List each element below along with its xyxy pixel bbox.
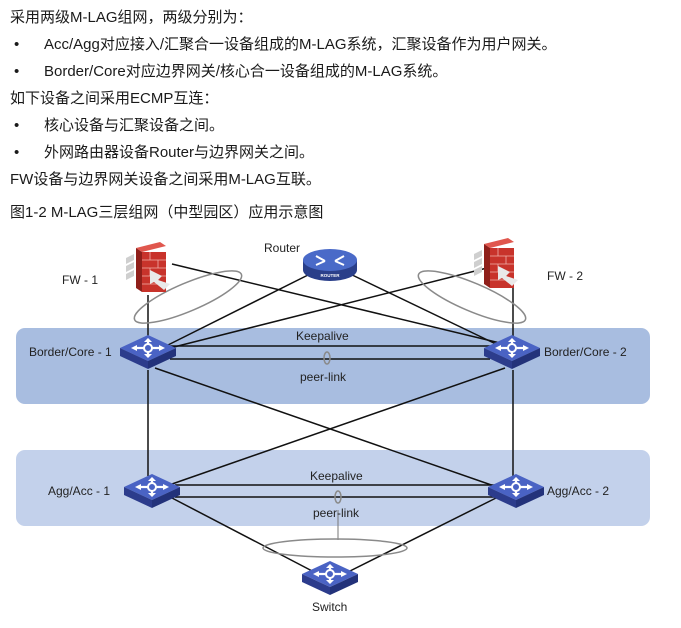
link-fw2-core1 bbox=[165, 267, 488, 350]
router-node[interactable]: ROUTER bbox=[303, 249, 357, 281]
fw1-lag-ellipse bbox=[133, 270, 243, 324]
bullet-icon: • bbox=[14, 63, 20, 80]
link-core2-agg1 bbox=[171, 367, 506, 485]
core-keepalive-label: Keepalive bbox=[296, 329, 349, 343]
fw1-node[interactable] bbox=[125, 241, 171, 293]
agg1-label: Agg/Acc - 1 bbox=[48, 484, 110, 498]
ecmp-paragraph: 如下设备之间采用ECMP互连： bbox=[10, 90, 219, 107]
intro-paragraph: 采用两级M-LAG组网，两级分别为： bbox=[10, 9, 253, 26]
fw2-lag-ellipse bbox=[417, 270, 527, 324]
router-badge: ROUTER bbox=[321, 273, 341, 278]
fw-paragraph: FW设备与边界网关设备之间采用M-LAG互联。 bbox=[10, 171, 321, 188]
router-icon bbox=[303, 249, 357, 271]
fw2-label: FW - 2 bbox=[547, 269, 583, 283]
bullet-icon: • bbox=[14, 117, 20, 134]
fw2-node[interactable] bbox=[473, 237, 519, 289]
link-agg2-access bbox=[345, 497, 497, 574]
fw1-label: FW - 1 bbox=[62, 273, 98, 287]
core1-label: Border/Core - 1 bbox=[29, 345, 112, 359]
list-item: • Border/Core对应边界网关/核心合一设备组成的M-LAG系统。 bbox=[10, 58, 675, 85]
figure-caption: 图1-2 M-LAG三层组网（中型园区）应用示意图 bbox=[10, 204, 324, 221]
core2-label: Border/Core - 2 bbox=[544, 345, 627, 359]
list-item-text: 外网路由器设备Router与边界网关之间。 bbox=[44, 144, 315, 161]
link-router-core2 bbox=[345, 271, 501, 347]
switch-icon bbox=[300, 559, 360, 597]
agg-peerlink-lag-icon bbox=[334, 490, 342, 504]
agg-tier-band bbox=[16, 450, 650, 526]
list-item: • 外网路由器设备Router与边界网关之间。 bbox=[10, 139, 675, 166]
access-lag-ellipse bbox=[262, 538, 408, 558]
access-switch-node[interactable] bbox=[300, 559, 360, 597]
description-text: 采用两级M-LAG组网，两级分别为： • Acc/Agg对应接入/汇聚合一设备组… bbox=[10, 4, 675, 226]
core-peerlink-lag-icon bbox=[323, 351, 331, 365]
access-switch-label: Switch bbox=[312, 600, 347, 614]
link-agg1-access bbox=[171, 497, 317, 574]
list-item: • Acc/Agg对应接入/汇聚合一设备组成的M-LAG系统，汇聚设备作为用户网… bbox=[10, 31, 675, 58]
agg2-label: Agg/Acc - 2 bbox=[547, 484, 609, 498]
list-item-text: Border/Core对应边界网关/核心合一设备组成的M-LAG系统。 bbox=[44, 63, 448, 80]
agg-keepalive-label: Keepalive bbox=[310, 469, 363, 483]
agg-peerlink-label: peer-link bbox=[313, 506, 360, 520]
firewall-icon bbox=[473, 237, 519, 289]
list-item: • 核心设备与汇聚设备之间。 bbox=[10, 112, 675, 139]
list-item-text: 核心设备与汇聚设备之间。 bbox=[44, 117, 225, 134]
bullet-icon: • bbox=[14, 36, 20, 53]
firewall-icon bbox=[125, 241, 171, 293]
link-fw1-core2 bbox=[171, 263, 501, 344]
bullet-icon: • bbox=[14, 144, 20, 161]
list-item-text: Acc/Agg对应接入/汇聚合一设备组成的M-LAG系统，汇聚设备作为用户网关。 bbox=[44, 36, 557, 53]
router-label: Router bbox=[264, 241, 300, 255]
link-core1-agg2 bbox=[154, 367, 501, 489]
link-router-core1 bbox=[165, 271, 315, 347]
core-peerlink-label: peer-link bbox=[300, 370, 347, 384]
